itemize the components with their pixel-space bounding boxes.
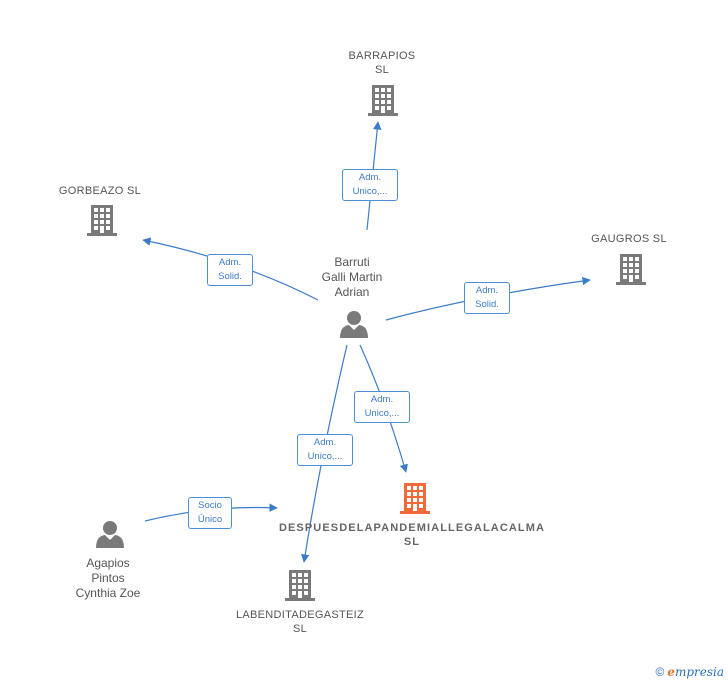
- node-label-labendita[interactable]: LABENDITADEGASTEIZ SL: [235, 609, 365, 635]
- node-label-barrapios[interactable]: BARRAPIOS SL: [348, 50, 416, 76]
- person-icon-barruti[interactable]: [340, 311, 368, 338]
- person-icon-agapios[interactable]: [96, 521, 124, 548]
- node-label-agapios[interactable]: Agapios Pintos Cynthia Zoe: [75, 556, 141, 600]
- building-icon-barrapios[interactable]: [368, 85, 398, 116]
- edge-badge-despues[interactable]: Adm. Unico,...: [354, 391, 410, 423]
- edge-badge-labendita[interactable]: Adm. Unico,...: [297, 434, 353, 466]
- empresia-logo-text: mpresia: [674, 665, 724, 679]
- building-icon-gaugros[interactable]: [616, 254, 646, 285]
- copyright-symbol: ©: [655, 665, 665, 679]
- empresia-brand[interactable]: ©empresia: [655, 665, 724, 679]
- building-icon-labendita[interactable]: [285, 570, 315, 601]
- node-label-despues[interactable]: DESPUESDELAPANDEMIALLEGALACALMA SL: [278, 522, 546, 548]
- node-label-barruti[interactable]: Barruti Galli Martin Adrian: [321, 255, 383, 299]
- edge-badge-barrapios[interactable]: Adm. Unico,...: [342, 169, 398, 201]
- edge-badge-gaugros[interactable]: Adm. Solid.: [464, 282, 510, 314]
- empresia-logo-e: e: [667, 665, 675, 679]
- node-label-gorbeazo[interactable]: GORBEAZO SL: [58, 185, 142, 197]
- node-label-gaugros[interactable]: GAUGROS SL: [591, 233, 667, 245]
- building-icon-despues[interactable]: [400, 483, 430, 514]
- building-icon-gorbeazo[interactable]: [87, 205, 117, 236]
- edge-badge-gorbeazo[interactable]: Adm. Solid.: [207, 254, 253, 286]
- edge-badge-agapios[interactable]: Socio Único: [188, 497, 232, 529]
